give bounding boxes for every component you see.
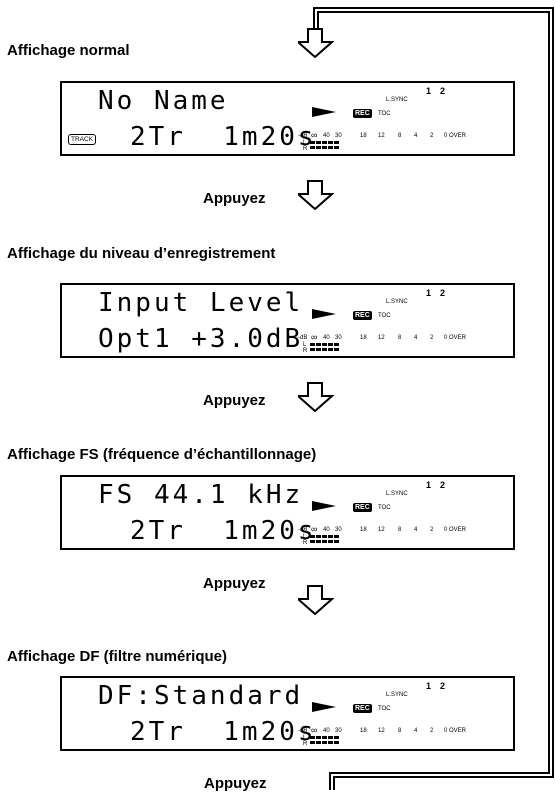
display-panel-normal: No Name 2Tr 1m20s TRACK REC TOC L.SYNC 1… <box>60 81 515 156</box>
lsync-label: L.SYNC <box>386 97 408 103</box>
scale-18: 18 <box>360 133 367 139</box>
channel-1: 1 <box>426 681 432 691</box>
scale-30: 30 <box>335 335 342 341</box>
down-arrow-icon <box>298 180 334 210</box>
display-line-2: 2Tr 1m20s <box>130 122 317 152</box>
l-label: L <box>303 342 307 348</box>
scale-18: 18 <box>360 527 367 533</box>
rec-badge: REC <box>353 109 372 118</box>
scale-12: 12 <box>378 728 385 734</box>
toc-label: TOC <box>378 505 391 511</box>
toc-label: TOC <box>378 313 391 319</box>
channel-2: 2 <box>440 681 446 691</box>
scale-30: 30 <box>335 527 342 533</box>
db-label: -dB <box>298 335 308 341</box>
l-label: L <box>303 534 307 540</box>
rec-badge: REC <box>353 704 372 713</box>
display-line-2: 2Tr 1m20s <box>130 717 317 747</box>
display-line-1: No Name <box>98 86 229 116</box>
channel-1: 1 <box>426 480 432 490</box>
scale-8: 8 <box>398 335 402 341</box>
scale-12: 12 <box>378 133 385 139</box>
rec-badge: REC <box>353 503 372 512</box>
channel-2: 2 <box>440 288 446 298</box>
display-line-1: FS 44.1 kHz <box>98 480 304 510</box>
press-label: Appuyez <box>203 575 266 592</box>
heading-normal: Affichage normal <box>7 42 130 59</box>
infinity-label: ∞ <box>311 725 318 735</box>
display-line-1: DF:Standard <box>98 681 304 711</box>
scale-0-over: 0 OVER <box>444 335 467 341</box>
press-label: Appuyez <box>203 392 266 409</box>
scale-40: 40 <box>323 527 330 533</box>
channel-2: 2 <box>440 480 446 490</box>
scale-8: 8 <box>398 133 402 139</box>
heading-fs: Affichage FS (fréquence d’échantillonnag… <box>7 446 317 463</box>
press-label: Appuyez <box>203 190 266 207</box>
display-panel-df: DF:Standard 2Tr 1m20s REC TOC L.SYNC 1 2… <box>60 676 515 751</box>
scale-12: 12 <box>378 527 385 533</box>
play-icon <box>312 501 336 511</box>
scale-4: 4 <box>414 728 418 734</box>
scale-0-over: 0 OVER <box>444 527 467 533</box>
heading-df: Affichage DF (filtre numérique) <box>7 648 228 665</box>
scale-40: 40 <box>323 728 330 734</box>
scale-2: 2 <box>430 133 434 139</box>
lsync-label: L.SYNC <box>386 692 408 698</box>
r-label: R <box>303 146 308 152</box>
toc-label: TOC <box>378 111 391 117</box>
scale-8: 8 <box>398 527 402 533</box>
scale-12: 12 <box>378 335 385 341</box>
down-arrow-icon <box>298 28 334 58</box>
toc-label: TOC <box>378 706 391 712</box>
infinity-label: ∞ <box>311 332 318 342</box>
play-icon <box>312 702 336 712</box>
press-label: Appuyez <box>204 775 267 792</box>
track-badge: TRACK <box>68 134 97 145</box>
scale-0-over: 0 OVER <box>444 133 467 139</box>
db-label: -dB <box>298 728 308 734</box>
db-label: -dB <box>298 527 308 533</box>
scale-8: 8 <box>398 728 402 734</box>
heading-record-level: Affichage du niveau d’enregistrement <box>7 245 276 262</box>
display-line-2: 2Tr 1m20s <box>130 516 317 546</box>
scale-4: 4 <box>414 133 418 139</box>
scale-40: 40 <box>323 335 330 341</box>
lsync-label: L.SYNC <box>386 299 408 305</box>
infinity-label: ∞ <box>311 524 318 534</box>
scale-2: 2 <box>430 728 434 734</box>
display-line-2: Opt1 +3.0dB <box>98 324 304 354</box>
r-label: R <box>303 741 308 747</box>
scale-30: 30 <box>335 728 342 734</box>
infinity-label: ∞ <box>311 130 318 140</box>
display-panel-fs: FS 44.1 kHz 2Tr 1m20s REC TOC L.SYNC 1 2… <box>60 475 515 550</box>
play-icon <box>312 107 336 117</box>
display-line-1: Input Level <box>98 288 304 318</box>
r-label: R <box>303 540 308 546</box>
down-arrow-icon <box>298 585 334 615</box>
scale-18: 18 <box>360 335 367 341</box>
l-label: L <box>303 140 307 146</box>
lsync-label: L.SYNC <box>386 491 408 497</box>
scale-0-over: 0 OVER <box>444 728 467 734</box>
scale-4: 4 <box>414 335 418 341</box>
l-label: L <box>303 735 307 741</box>
rec-badge: REC <box>353 311 372 320</box>
scale-40: 40 <box>323 133 330 139</box>
db-label: -dB <box>298 133 308 139</box>
play-icon <box>312 309 336 319</box>
r-label: R <box>303 348 308 354</box>
scale-30: 30 <box>335 133 342 139</box>
scale-2: 2 <box>430 335 434 341</box>
channel-1: 1 <box>426 86 432 96</box>
channel-2: 2 <box>440 86 446 96</box>
channel-1: 1 <box>426 288 432 298</box>
down-arrow-icon <box>298 382 334 412</box>
scale-2: 2 <box>430 527 434 533</box>
display-panel-record-level: Input Level Opt1 +3.0dB REC TOC L.SYNC 1… <box>60 283 515 358</box>
scale-18: 18 <box>360 728 367 734</box>
scale-4: 4 <box>414 527 418 533</box>
